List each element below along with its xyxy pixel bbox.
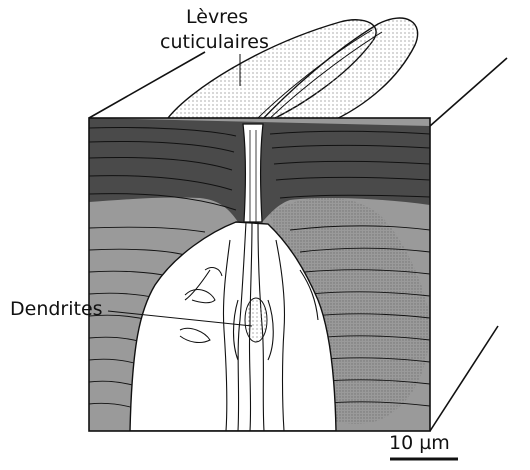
- block-front-face: [88, 117, 431, 432]
- dendrites-label: Dendrites: [10, 298, 103, 320]
- levres-label-line1: Lèvres: [186, 6, 249, 28]
- levres-label-line2: cuticulaires: [160, 31, 269, 53]
- dendrites-leader-line: [107, 310, 253, 327]
- cuticle-block: [89, 118, 430, 431]
- accessory-cells: [179, 267, 223, 344]
- block-perspective-edges: [88, 51, 508, 432]
- scale-bar-label: 10 µm: [389, 432, 450, 454]
- dendrite-swelling: [244, 297, 268, 343]
- cuticular-lips: [166, 17, 419, 133]
